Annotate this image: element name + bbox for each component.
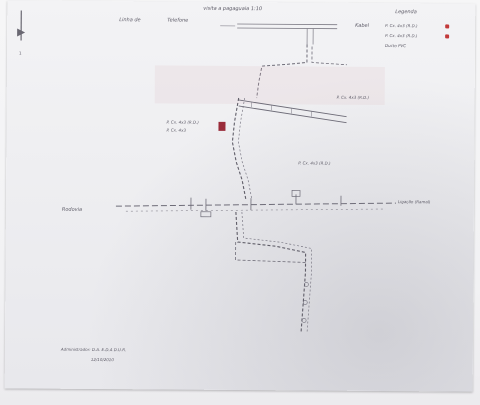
sketch-diagram <box>17 10 396 333</box>
diagonal-road-top <box>238 99 347 118</box>
upper-route-branch <box>311 46 347 66</box>
legend-marker-2 <box>445 34 450 39</box>
diagonal-road-ticks <box>251 102 312 117</box>
phone-line-bottom <box>237 27 338 30</box>
main-road-edge <box>125 208 386 212</box>
legend-item-2: P. Cx. 4x3 (R.D.) <box>385 33 418 39</box>
footer-line-2: 12/10/2010 <box>90 356 114 363</box>
pink-smudge-area <box>154 65 385 106</box>
legend-title: Legenda <box>395 9 417 16</box>
road-ticks <box>190 194 342 211</box>
main-trunk <box>231 97 247 201</box>
left-label: Linha de <box>119 17 141 24</box>
left-margin-arrow <box>17 28 26 37</box>
legend-item-3: Ducto PVC <box>385 43 407 49</box>
middle-label: P. Cx. 4x3 (R.D.) <box>298 160 331 166</box>
right-road-label: Ligação (Ramal) <box>397 199 431 205</box>
drawing-sheet: visita a pagaguaia 1:10 Linha de Telefon… <box>4 0 476 392</box>
footer-line-1: Administrador: D.A. E.D.A D.U.R. <box>60 346 127 353</box>
right-label: Kabel <box>355 22 370 29</box>
legend-marker-1 <box>445 24 450 29</box>
node-circle-3 <box>301 318 307 323</box>
node-circle-1 <box>304 282 309 287</box>
lower-route-parallel <box>241 211 312 333</box>
phone-drop <box>306 28 314 45</box>
red-node-marker <box>218 121 226 131</box>
upper-right-label: P. Cx. 4x3 (R.D.) <box>336 94 370 100</box>
road-box-1 <box>291 190 301 197</box>
legend-item-1: P. Cx. 4x3 (R.D.) <box>385 23 418 29</box>
road-box-2 <box>200 211 212 218</box>
header-title: visita a pagaguaia 1:10 <box>203 5 263 13</box>
lower-route <box>235 211 307 333</box>
node-circle-2 <box>302 300 308 305</box>
mid-label: Telefone <box>167 17 189 24</box>
left-node-label-2: P. Cx. 4x3 <box>166 127 187 133</box>
left-road-label: Rodovia <box>61 206 83 213</box>
main-road <box>115 202 396 207</box>
main-trunk-parallel <box>238 97 253 201</box>
lower-route-branch <box>235 241 306 263</box>
left-margin-mark: 1 <box>18 50 22 56</box>
left-node-label-1: P. Cx. 4x3 (R.D.) <box>166 119 199 125</box>
phone-line-top <box>237 23 338 26</box>
diagonal-road-bottom <box>238 105 347 124</box>
